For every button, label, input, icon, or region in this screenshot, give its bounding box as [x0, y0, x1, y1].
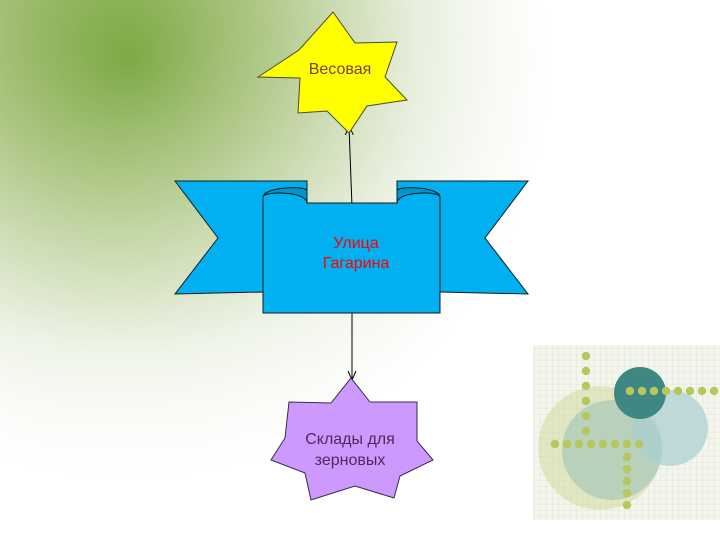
bottom-star-label-line2: зерновых: [315, 452, 386, 469]
top-star-label: Весовая: [309, 61, 372, 78]
top-star-shape: [256, 11, 409, 134]
bottom-star-shape: [270, 377, 434, 501]
connector-center-to-top: [349, 126, 352, 208]
bottom-star-label-line1: Склады для: [305, 431, 395, 448]
node-top-star[interactable]: Весовая: [256, 11, 409, 134]
banner-label-line1: Улица: [333, 235, 379, 252]
decorative-graphic: [533, 345, 720, 520]
decor-dots: [550, 351, 719, 510]
banner-label-line2: Гагарина: [323, 255, 390, 272]
node-bottom-star[interactable]: Склады для зерновых: [270, 377, 434, 501]
node-center-banner[interactable]: Улица Гагарина: [173, 180, 530, 314]
banner-center-panel: [262, 192, 441, 314]
